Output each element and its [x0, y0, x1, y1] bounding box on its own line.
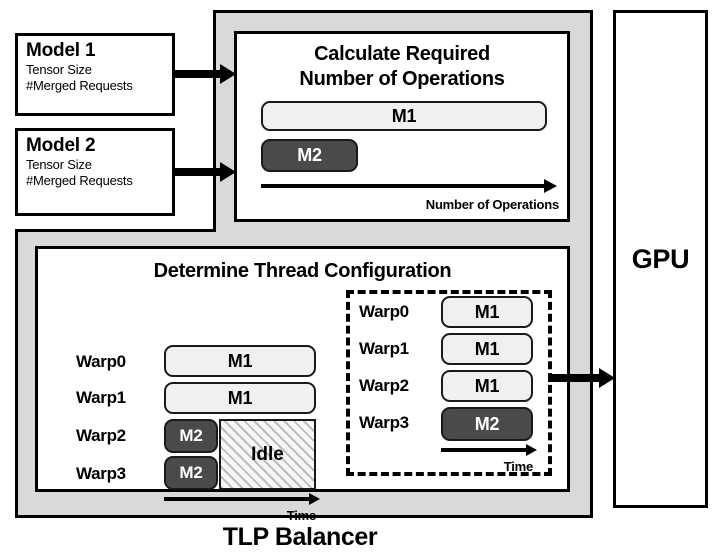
- tlp-balancer-caption-wrap: TLP Balancer: [0, 523, 600, 557]
- operations-axis-caption: Number of Operations: [425, 197, 559, 212]
- ops-bar-m1: M1: [261, 101, 547, 131]
- warp-schedule-after: Warp0 Warp1 Warp2 Warp3 M1 M1 M1 M2 Time: [346, 290, 552, 476]
- before-warp3-bar-label: M2: [179, 463, 203, 482]
- model-2-merged-requests: #Merged Requests: [26, 173, 133, 188]
- before-time-axis-caption: Time: [286, 508, 317, 523]
- ops-bar-m2: M2: [261, 139, 358, 172]
- gpu-label: GPU: [631, 243, 690, 274]
- tlp-balancer-caption: TLP Balancer: [222, 523, 378, 551]
- after-time-axis: [441, 444, 541, 458]
- ops-bar-m1-label: M1: [391, 105, 417, 126]
- idle-block: Idle: [219, 419, 316, 490]
- arrow-model-2-to-ops: [175, 162, 237, 182]
- warp-schedule-before: Warp0 Warp1 Warp2 Warp3 M1 M1 M2 M2 Idle: [38, 299, 323, 523]
- model-2-title: Model 2: [26, 135, 96, 156]
- container-seam-fill: [216, 226, 590, 234]
- before-warp0-bar-label: M1: [227, 350, 253, 371]
- before-warp3-label: Warp3: [76, 464, 126, 483]
- model-1-tensor-size: Tensor Size: [26, 62, 92, 77]
- model-2-box[interactable]: Model 2 Tensor Size #Merged Requests: [15, 128, 175, 216]
- before-warp2-label: Warp2: [76, 426, 126, 445]
- operations-axis: [261, 179, 559, 195]
- before-time-axis: [164, 493, 324, 507]
- arrow-balancer-to-gpu: [548, 368, 618, 388]
- before-warp2-bar-label: M2: [179, 426, 203, 445]
- after-warp1-bar-label: M1: [474, 338, 500, 359]
- after-warp0-label: Warp0: [359, 302, 409, 321]
- calculate-operations-title-line2: Number of Operations: [299, 68, 505, 90]
- before-warp0-label: Warp0: [76, 352, 126, 371]
- after-warp0-bar-label: M1: [474, 301, 500, 322]
- calculate-operations-panel: Calculate Required Number of Operations …: [234, 31, 570, 222]
- after-warp2-bar-label: M1: [474, 375, 500, 396]
- after-warp0-bar: M1: [441, 296, 533, 328]
- model-1-box[interactable]: Model 1 Tensor Size #Merged Requests: [15, 33, 175, 116]
- thread-configuration-title: Determine Thread Configuration: [153, 260, 452, 282]
- after-warp1-bar: M1: [441, 333, 533, 365]
- after-warp3-label: Warp3: [359, 413, 409, 432]
- thread-configuration-panel: Determine Thread Configuration Warp0 War…: [35, 246, 570, 523]
- after-warp3-bar: M2: [441, 407, 533, 441]
- before-warp3-bar: M2: [164, 456, 218, 490]
- ops-bar-m2-label: M2: [297, 145, 322, 165]
- warp-schedule-after-highlight: [346, 290, 552, 476]
- before-warp1-bar-label: M1: [227, 387, 253, 408]
- after-warp2-bar: M1: [441, 370, 533, 402]
- model-1-merged-requests: #Merged Requests: [26, 78, 133, 93]
- arrow-model-1-to-ops: [175, 64, 237, 84]
- calculate-operations-title-line1: Calculate Required: [314, 43, 490, 65]
- before-warp0-bar: M1: [164, 345, 316, 377]
- after-warp1-label: Warp1: [359, 339, 409, 358]
- after-time-axis-caption: Time: [503, 459, 534, 474]
- after-warp3-bar-label: M2: [474, 413, 500, 434]
- before-warp1-label: Warp1: [76, 388, 126, 407]
- gpu-box[interactable]: GPU: [613, 10, 708, 508]
- after-warp2-label: Warp2: [359, 376, 409, 395]
- before-warp1-bar: M1: [164, 382, 316, 414]
- idle-label: Idle: [251, 443, 284, 465]
- before-warp2-bar: M2: [164, 419, 218, 453]
- model-1-title: Model 1: [26, 40, 96, 61]
- model-2-tensor-size: Tensor Size: [26, 157, 92, 172]
